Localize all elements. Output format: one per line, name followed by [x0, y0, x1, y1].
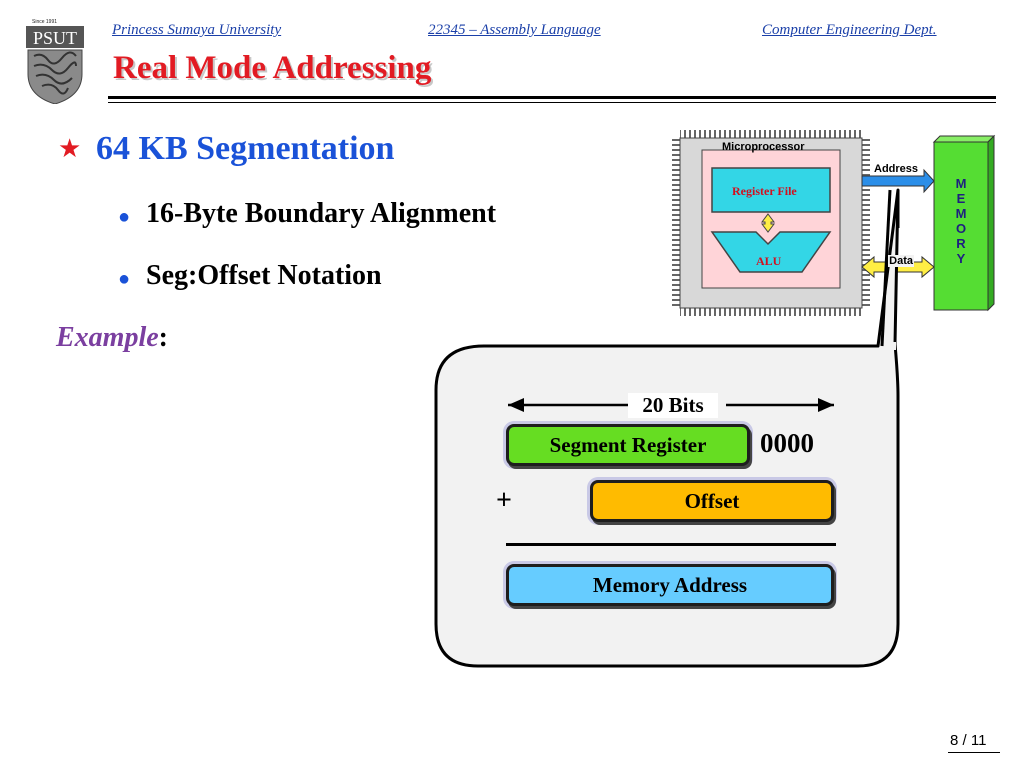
- microprocessor-label: Microprocessor: [722, 141, 805, 153]
- memory-letter: E: [956, 191, 966, 206]
- chip-pins-bottom: [680, 308, 862, 316]
- alu-label: ALU: [756, 254, 782, 268]
- chip-pins-left: [672, 138, 680, 308]
- data-label: Data: [888, 255, 914, 267]
- memory-letter: R: [956, 236, 966, 251]
- memory-label: M E M O R Y: [934, 176, 988, 266]
- zeros-suffix: 0000: [760, 428, 814, 458]
- plus-sign: +: [496, 485, 512, 516]
- page-number: 8 / 11: [950, 732, 987, 749]
- dot-bullet-icon: ●: [118, 206, 131, 228]
- psut-logo: Since 1991 PSUT: [22, 16, 88, 105]
- dot-bullet-icon: ●: [118, 268, 131, 290]
- page-number-rule: [948, 752, 1000, 753]
- header-department: Computer Engineering Dept.: [762, 22, 937, 38]
- logo-since-text: Since 1991: [32, 19, 57, 25]
- header-course: 22345 – Assembly Language: [428, 22, 601, 38]
- header-rule: [108, 96, 996, 99]
- alu-shape: [710, 231, 832, 273]
- star-bullet-icon: ★: [58, 134, 82, 163]
- memory-letter: M: [955, 176, 967, 191]
- chip-pins-right: [862, 138, 870, 308]
- memory-letter: M: [955, 206, 967, 221]
- sub-bullet-2: Seg:Offset Notation: [146, 260, 382, 291]
- regfile-alu-arrow-icon: [761, 213, 775, 233]
- register-file-label: Register File: [732, 184, 797, 198]
- slide-title: Real Mode Addressing: [113, 50, 432, 86]
- logo-abbr-text: PSUT: [33, 28, 77, 48]
- memory-letter: Y: [956, 251, 966, 266]
- header-rule-thin: [108, 102, 996, 103]
- sum-rule: [506, 543, 836, 546]
- header-university: Princess Sumaya University: [112, 22, 282, 38]
- bits-arrowhead-right-icon: [818, 398, 834, 412]
- memory-address-box: Memory Address: [506, 564, 834, 606]
- sub-bullet-1: 16-Byte Boundary Alignment: [146, 198, 497, 229]
- segment-register-box: Segment Register: [506, 424, 750, 466]
- offset-box: Offset: [590, 480, 834, 522]
- bits-arrowhead-left-icon: [508, 398, 524, 412]
- address-arrow-icon: [861, 168, 935, 194]
- example-colon: :: [158, 322, 168, 353]
- example-word: Example: [56, 322, 159, 353]
- bits-width-label: 20 Bits: [628, 393, 718, 418]
- memory-block: [933, 141, 989, 311]
- memory-letter: O: [955, 221, 967, 236]
- example-label: Example:: [56, 322, 168, 354]
- chip-pins-top: [680, 130, 862, 138]
- register-file-box: [711, 167, 831, 213]
- address-label: Address: [874, 163, 919, 175]
- main-bullet-text: 64 KB Segmentation: [96, 130, 395, 167]
